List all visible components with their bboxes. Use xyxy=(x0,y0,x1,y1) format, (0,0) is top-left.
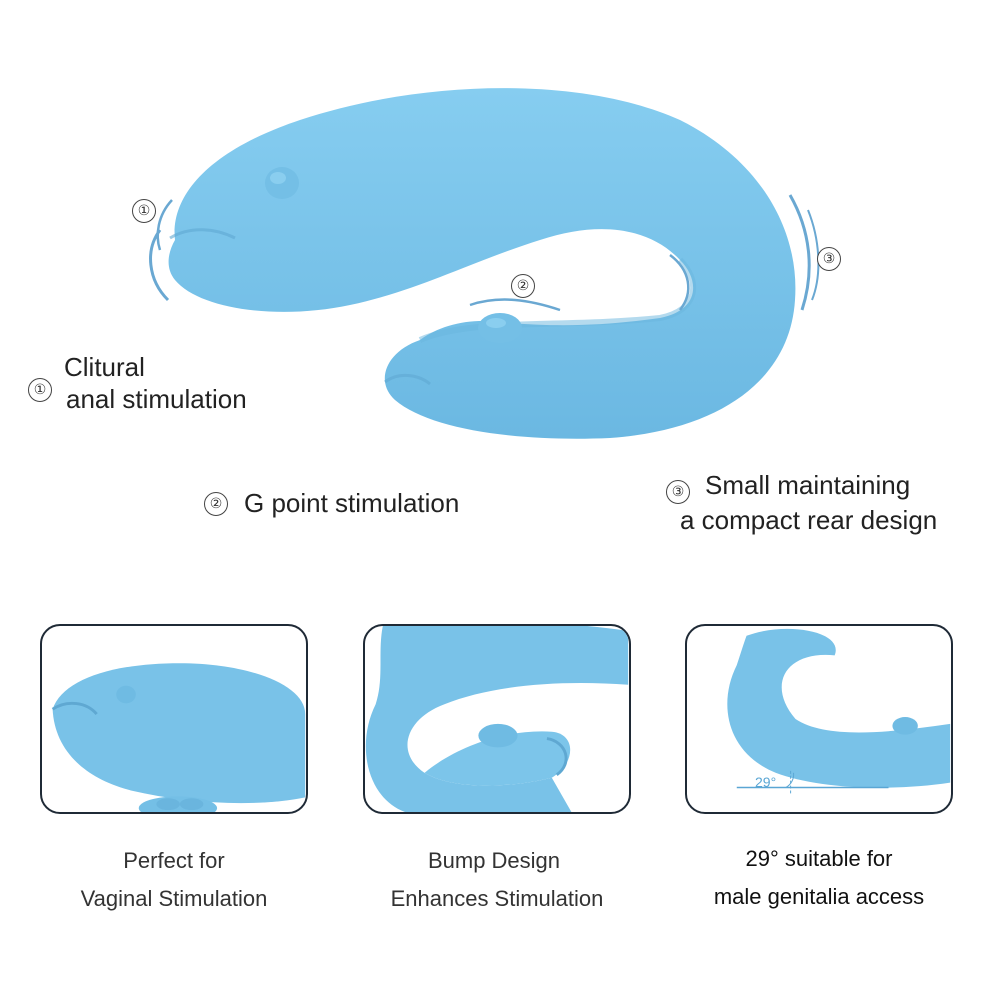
product-body xyxy=(168,88,796,439)
caption-2-line1: Bump Design xyxy=(427,848,561,873)
label-2-text: G point stimulation xyxy=(244,488,460,518)
caption-1-line1: Perfect for xyxy=(123,848,225,873)
vibration-lines-mid xyxy=(469,298,561,312)
label-3-number: ③ xyxy=(666,480,690,504)
vibration-lines-right xyxy=(788,194,811,311)
panel-2-image xyxy=(365,626,629,812)
label-3-line2: a compact rear design xyxy=(680,505,938,535)
panel-3-image xyxy=(727,628,951,795)
label-1-line2: anal stimulation xyxy=(66,384,247,414)
vibration-lines-left xyxy=(149,229,170,302)
panel-1-image xyxy=(51,663,306,812)
marker-3: ③ xyxy=(817,247,841,271)
marker-2: ② xyxy=(511,274,535,298)
marker-1: ① xyxy=(132,199,156,223)
caption-2-line2: Enhances Stimulation xyxy=(390,886,604,911)
caption-1-line2: Vaginal Stimulation xyxy=(80,886,268,911)
label-3-line1: Small maintaining xyxy=(705,470,911,500)
label-1-line1: Clitural xyxy=(64,352,145,382)
label-2-number: ② xyxy=(204,492,228,516)
detail-panel-vaginal xyxy=(40,624,308,814)
caption-3-line1: 29° suitable for xyxy=(745,846,893,871)
caption-3-line2: male genitalia access xyxy=(713,884,925,909)
g-spot-bump xyxy=(478,313,522,343)
label-1-number: ① xyxy=(28,378,52,402)
angle-label: 29° xyxy=(755,774,777,790)
detail-panel-angle: 29° xyxy=(685,624,953,814)
product-illustration xyxy=(149,88,820,439)
detail-panel-bump xyxy=(363,624,631,814)
